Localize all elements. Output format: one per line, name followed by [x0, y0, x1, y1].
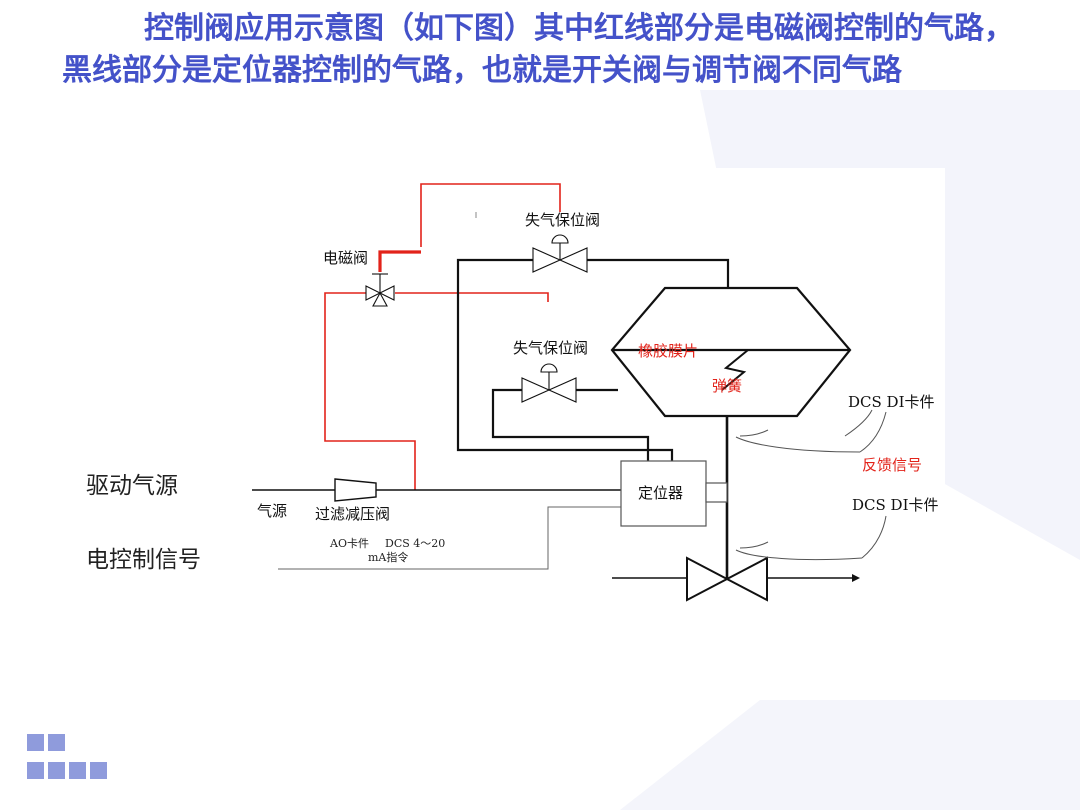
- air-source-label: 气源: [257, 502, 287, 520]
- decor-square: [48, 762, 65, 779]
- filter-regulator-symbol: [334, 478, 377, 502]
- feedback-sensor-upper: [735, 409, 887, 453]
- fail-safe-valve-top-symbol: [532, 234, 588, 273]
- fail-safe-valve-mid-label: 失气保位阀: [513, 339, 588, 357]
- decor-square: [90, 762, 107, 779]
- positioner-label: 定位器: [638, 484, 683, 502]
- red-output-line: [395, 292, 549, 302]
- red-supply-line: [324, 292, 416, 490]
- decor-square: [27, 762, 44, 779]
- black-inner-loop: [491, 388, 650, 470]
- decor-square: [48, 734, 65, 751]
- black-air-path: [456, 258, 730, 470]
- black-outer-loop: [456, 258, 674, 470]
- solenoid-valve-label: 电磁阀: [323, 249, 368, 267]
- solenoid-valve-symbol: [365, 273, 395, 307]
- fail-safe-valve-mid-symbol: [521, 363, 577, 403]
- black-top-to-actuator: [587, 258, 730, 288]
- dcs-di-card-label-2: DCS DI卡件: [852, 496, 939, 514]
- dcs-command-label-line2: mA指令: [368, 550, 408, 564]
- positioner-linkage: [705, 482, 728, 503]
- slide-title: 控制阀应用示意图（如下图）其中红线部分是电磁阀控制的气路，黑线部分是定位器控制的…: [62, 11, 1014, 88]
- filter-regulator-label: 过滤减压阀: [315, 505, 390, 523]
- red-air-path: [324, 183, 561, 490]
- red-top-line: [420, 183, 561, 247]
- flow-arrow-icon: [852, 574, 860, 582]
- spring-label: 弹簧: [712, 377, 742, 395]
- control-valve-body-left: [686, 556, 730, 602]
- air-source-side-label: 驱动气源: [86, 473, 178, 499]
- control-valve-body-right: [724, 556, 768, 602]
- decor-square: [27, 734, 44, 751]
- feedback-sensor-lower: [735, 515, 887, 561]
- ao-card-label: AO卡件: [329, 537, 369, 550]
- rubber-diaphragm-label: 橡胶膜片: [638, 342, 698, 360]
- diagram-canvas: [245, 168, 945, 623]
- dcs-di-card-label-1: DCS DI卡件: [848, 393, 935, 411]
- red-solenoid-exhaust: [378, 250, 421, 272]
- fail-safe-valve-top-label: 失气保位阀: [525, 211, 600, 229]
- dcs-command-label-line1: DCS 4～20: [385, 537, 445, 550]
- positioner-box: [620, 460, 707, 527]
- control-signal-line: [278, 506, 621, 570]
- decor-square: [69, 762, 86, 779]
- feedback-signal-label: 反馈信号: [862, 456, 922, 474]
- control-signal-side-label: 电控制信号: [86, 547, 201, 573]
- spring-symbol: [721, 349, 749, 391]
